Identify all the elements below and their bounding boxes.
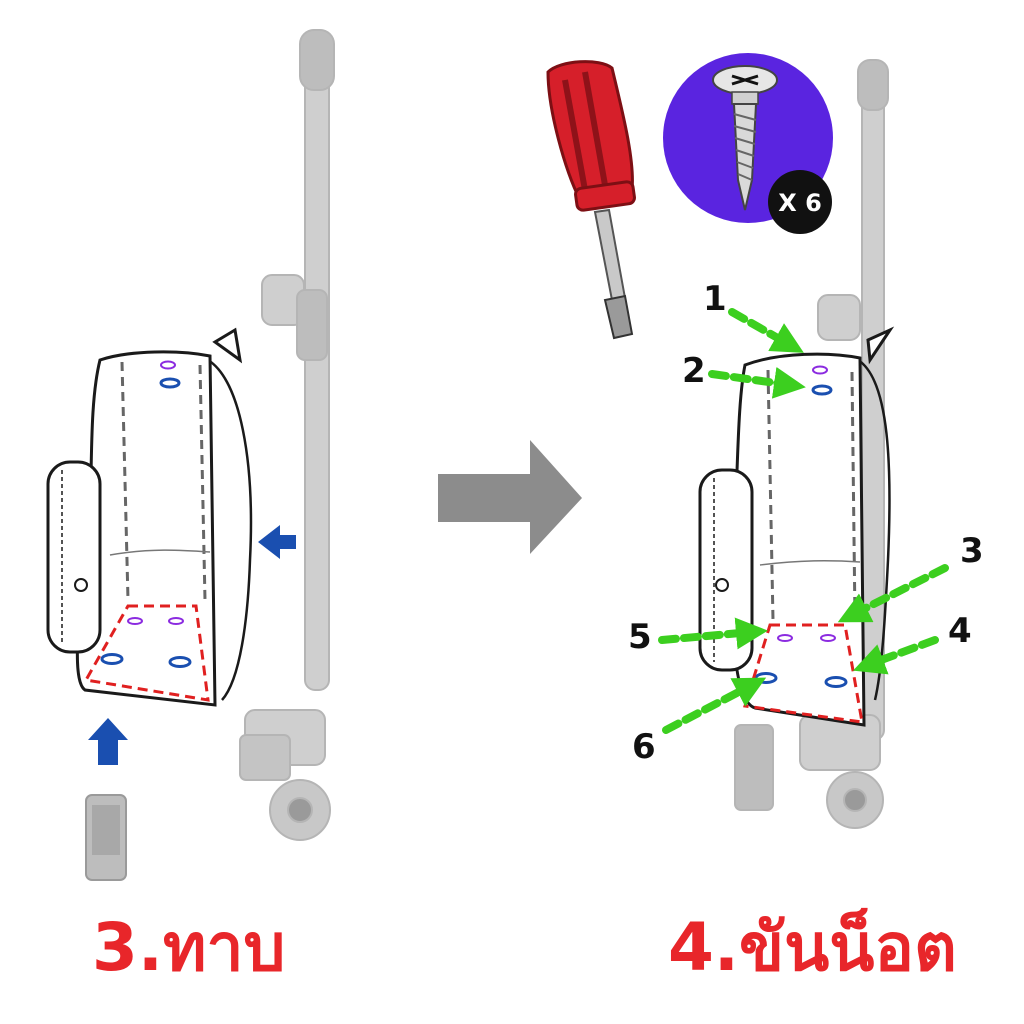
- push-arrow-icon: [258, 525, 296, 559]
- callout-label-5: 5: [628, 617, 652, 657]
- callout-arrow-6: [662, 677, 767, 734]
- callout-label-1: 1: [703, 279, 727, 319]
- flow-arrow-icon: [438, 440, 582, 554]
- callout-label-4: 4: [948, 611, 972, 651]
- base-block-left: [85, 794, 127, 881]
- screw-count-badge: X 6: [768, 170, 832, 234]
- callout-arrows: [658, 308, 949, 734]
- screw-count-label: X 6: [778, 189, 822, 217]
- callout-arrow-5: [658, 617, 768, 650]
- callout-arrow-3: [837, 564, 949, 623]
- callout-numbers: 1 2 3 4 5 6: [628, 279, 984, 767]
- trolley-frame-right: [734, 59, 889, 829]
- push-arrow-icon: [88, 718, 128, 765]
- callout-arrow-2: [708, 366, 806, 399]
- callout-arrow-1: [728, 308, 804, 353]
- callout-label-6: 6: [632, 727, 656, 767]
- callout-label-3: 3: [960, 531, 984, 571]
- screwdriver-icon: [546, 60, 636, 340]
- callout-label-2: 2: [682, 351, 706, 391]
- trolley-frame-left: [239, 29, 335, 841]
- callout-arrow-4: [853, 636, 939, 675]
- step-title-left: 3.ทาบ: [92, 909, 286, 986]
- backpack-left: [46, 327, 253, 707]
- step-title-right: 4.ขันน็อต: [668, 909, 957, 986]
- backpack-right: [698, 326, 895, 727]
